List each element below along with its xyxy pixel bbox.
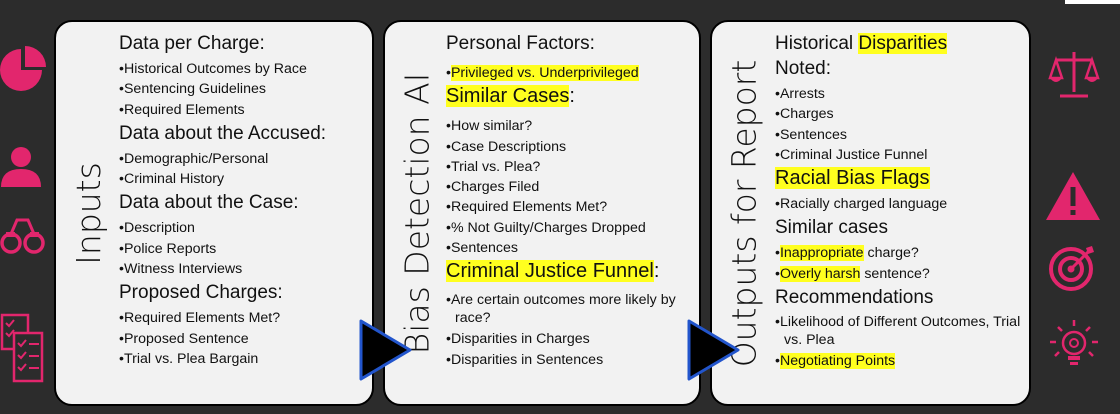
list-item: •Racially charged language [775,196,948,213]
list-item: •Sentencing Guidelines [119,81,266,98]
flow-arrow-1 [359,319,412,381]
outputs-panel: Outputs for Report Historical Disparitie… [710,20,1031,406]
bias-content: Personal Factors: •Privileged vs. Underp… [446,30,696,370]
list-item: •Negotiating Points [775,353,896,370]
list-item: •How similar? [446,118,533,135]
bias-title: Bias Detection AI [397,72,437,354]
list-item: •Disparities in Charges [446,331,590,348]
section-heading: Criminal Justice Funnel: [446,260,660,283]
scales-icon [1048,52,1100,98]
section-heading: Personal Factors: [446,33,595,54]
list-item: •Likelihood of Different Outcomes, Trial… [775,314,1021,349]
list-item: •Required Elements [119,101,245,118]
person-icon [1,147,41,187]
section-heading: Data about the Case: [119,192,299,214]
list-item: •Historical Outcomes by Race [119,61,307,77]
warning-icon [1046,172,1100,220]
list-item: •Police Reports [119,240,217,257]
list-item: •Charges Filed [446,179,540,196]
flow-arrow-2 [687,319,740,381]
list-item: •Witness Interviews [119,261,243,278]
list-item: •Overly harsh sentence? [775,265,930,282]
list-item: •Case Descriptions [446,138,567,155]
target-icon [1049,246,1094,291]
inputs-title: Inputs [68,161,108,265]
lightbulb-icon [1050,320,1098,365]
section-heading: Proposed Charges: [119,282,283,304]
list-item: •Criminal Justice Funnel [775,146,928,163]
list-item: •Sentences [775,126,848,143]
list-item: •Required Elements Met? [119,310,281,327]
list-item: •Proposed Sentence [119,330,249,347]
list-item: •Charges [775,106,834,123]
section-heading: Racial Bias Flags [775,167,930,190]
section-heading: Data about the Accused: [119,122,327,144]
list-item: •Trial vs. Plea? [446,158,541,175]
list-item: •% Not Guilty/Charges Dropped [446,219,646,236]
list-item: •Disparities in Sentences [446,351,604,368]
documents-checklist-icon [0,313,44,383]
list-item: •Inappropriate charge? [775,245,919,262]
section-heading: Similar Cases: [446,85,575,108]
list-item: •Demographic/Personal [119,150,269,167]
list-item: •Arrests [775,86,825,102]
list-item: •Criminal History [119,171,225,188]
section-heading: Recommendations [775,287,934,309]
list-item: •Description [119,220,195,237]
list-item: •Privileged vs. Underprivileged [446,65,639,81]
list-item: •Required Elements Met? [446,199,608,216]
inputs-content: Data per Charge: •Historical Outcomes by… [119,30,369,369]
handcuffs-icon [0,218,45,254]
list-item: •Sentences [446,240,519,257]
section-heading: Similar cases [775,217,888,239]
section-heading-continued: Noted: [775,58,831,79]
inputs-panel: Inputs Data per Charge: •Historical Outc… [54,20,374,406]
bias-detection-panel: Bias Detection AI Personal Factors: •Pri… [383,20,701,406]
section-heading: Historical Disparities [775,33,948,54]
top-edge-strip [1065,0,1120,4]
outputs-content: Historical Disparities Noted: •Arrests •… [775,30,1027,371]
list-item: •Trial vs. Plea Bargain [119,350,259,367]
list-item: •Are certain outcomes more likely by rac… [446,292,676,327]
section-heading: Data per Charge: [119,33,265,54]
pie-chart-icon [0,46,46,91]
